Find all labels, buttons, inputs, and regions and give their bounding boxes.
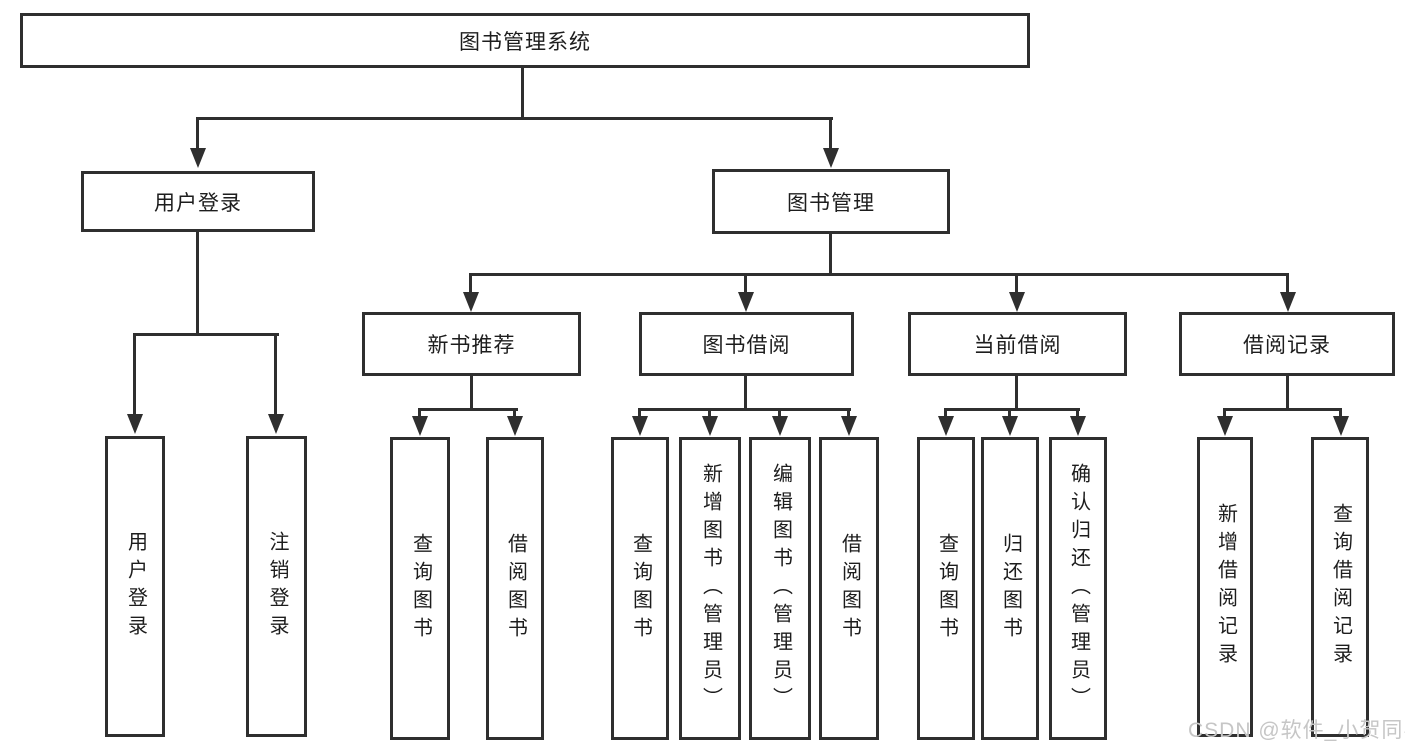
connector-line bbox=[1223, 408, 1342, 411]
connector-line bbox=[944, 408, 1080, 411]
connector-line bbox=[1015, 376, 1018, 411]
arrowhead-icon bbox=[632, 416, 648, 436]
leaf-label: 新增借阅记录 bbox=[1214, 503, 1237, 671]
connector-line bbox=[847, 408, 850, 418]
node-query-borrow-record: 查询借阅记录 bbox=[1311, 437, 1369, 737]
leaf-label: 查询图书 bbox=[629, 532, 652, 645]
connector-line bbox=[513, 408, 516, 418]
arrowhead-icon bbox=[1280, 292, 1296, 312]
node-current-borrowing: 当前借阅 bbox=[908, 312, 1127, 376]
connector-line bbox=[744, 273, 747, 294]
arrowhead-icon bbox=[772, 416, 788, 436]
connector-line bbox=[469, 273, 1289, 276]
arrowhead-icon bbox=[1070, 416, 1086, 436]
leaf-label: 查询图书 bbox=[409, 532, 432, 645]
node-query-books: 查询图书 bbox=[390, 437, 450, 740]
connector-line bbox=[1223, 408, 1226, 418]
arrowhead-icon bbox=[507, 416, 523, 436]
connector-line bbox=[196, 232, 199, 336]
connector-line bbox=[133, 333, 279, 336]
node-add-borrow-record: 新增借阅记录 bbox=[1197, 437, 1253, 737]
connector-line bbox=[638, 408, 641, 418]
connector-line bbox=[274, 333, 277, 414]
connector-line bbox=[1286, 376, 1289, 411]
connector-line bbox=[1015, 273, 1018, 294]
arrowhead-icon bbox=[190, 148, 206, 168]
node-return-books: 归还图书 bbox=[981, 437, 1039, 740]
connector-line bbox=[708, 408, 711, 418]
connector-line bbox=[638, 408, 851, 411]
connector-line bbox=[1008, 408, 1011, 418]
leaf-label: 新增图书（管理员） bbox=[699, 462, 722, 715]
connector-line bbox=[470, 376, 473, 411]
leaf-label: 注销登录 bbox=[266, 530, 288, 643]
connector-line bbox=[1076, 408, 1079, 418]
connector-line bbox=[196, 117, 833, 120]
node-user-login: 用户登录 bbox=[81, 171, 315, 232]
node-edit-books-admin: 编辑图书（管理员） bbox=[749, 437, 811, 740]
connector-line bbox=[418, 408, 518, 411]
node-add-books-admin: 新增图书（管理员） bbox=[679, 437, 741, 740]
arrowhead-icon bbox=[823, 148, 839, 168]
node-query-books: 查询图书 bbox=[611, 437, 669, 740]
arrowhead-icon bbox=[412, 416, 428, 436]
node-new-book-recommendation: 新书推荐 bbox=[362, 312, 581, 376]
connector-line bbox=[944, 408, 947, 418]
connector-line bbox=[778, 408, 781, 418]
arrowhead-icon bbox=[938, 416, 954, 436]
node-confirm-return-admin: 确认归还（管理员） bbox=[1049, 437, 1107, 740]
arrowhead-icon bbox=[702, 416, 718, 436]
leaf-label: 确认归还（管理员） bbox=[1067, 462, 1090, 715]
leaf-label: 查询借阅记录 bbox=[1329, 503, 1352, 671]
connector-line bbox=[469, 273, 472, 294]
node-user-login-leaf: 用户登录 bbox=[105, 436, 165, 737]
connector-line bbox=[418, 408, 421, 418]
node-logout: 注销登录 bbox=[246, 436, 307, 737]
node-borrow-books: 借阅图书 bbox=[486, 437, 544, 740]
leaf-label: 查询图书 bbox=[935, 532, 958, 645]
node-book-management: 图书管理 bbox=[712, 169, 950, 234]
connector-line bbox=[829, 117, 832, 150]
connector-line bbox=[829, 234, 832, 276]
connector-line bbox=[196, 117, 199, 150]
leaf-label: 借阅图书 bbox=[838, 532, 861, 645]
node-query-books: 查询图书 bbox=[917, 437, 975, 740]
arrowhead-icon bbox=[1217, 416, 1233, 436]
connector-line bbox=[744, 376, 747, 411]
leaf-label: 用户登录 bbox=[124, 530, 147, 643]
leaf-label: 编辑图书（管理员） bbox=[769, 462, 792, 715]
leaf-label: 归还图书 bbox=[999, 532, 1022, 645]
leaf-label: 借阅图书 bbox=[504, 532, 527, 645]
connector-line bbox=[1286, 273, 1289, 294]
arrowhead-icon bbox=[127, 414, 143, 434]
arrowhead-icon bbox=[1002, 416, 1018, 436]
node-borrowing-records: 借阅记录 bbox=[1179, 312, 1395, 376]
connector-line bbox=[133, 333, 136, 414]
connector-line bbox=[521, 68, 524, 120]
arrowhead-icon bbox=[738, 292, 754, 312]
node-library-management-system: 图书管理系统 bbox=[20, 13, 1030, 68]
node-book-borrowing: 图书借阅 bbox=[639, 312, 854, 376]
arrowhead-icon bbox=[463, 292, 479, 312]
arrowhead-icon bbox=[1009, 292, 1025, 312]
connector-line bbox=[1339, 408, 1342, 418]
node-borrow-books: 借阅图书 bbox=[819, 437, 879, 740]
arrowhead-icon bbox=[841, 416, 857, 436]
arrowhead-icon bbox=[1333, 416, 1349, 436]
watermark: CSDN @软件_小贺同学 bbox=[1188, 719, 1405, 742]
arrowhead-icon bbox=[268, 414, 284, 434]
